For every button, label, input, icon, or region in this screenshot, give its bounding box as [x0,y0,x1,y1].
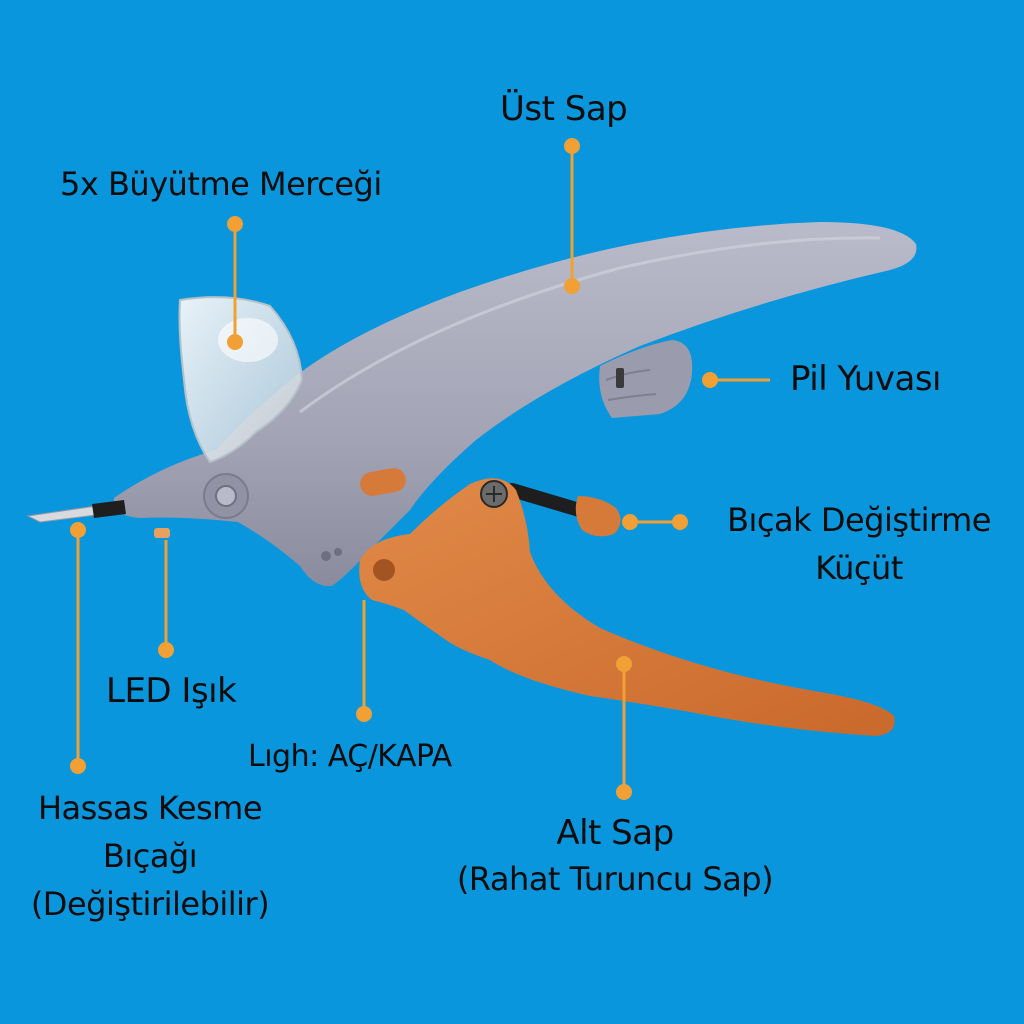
label-ligh-ac-kapa: Lıgh: AÇ/KAPA [248,739,452,774]
label-bicak-line2: Küçüt [815,549,903,587]
callout-switch [356,600,372,722]
blade-change-knob [505,483,621,537]
label-hassas-kesme: Hassas Kesme Bıçağı (Değiştirilebilir) [0,788,300,924]
cutting-blade [26,500,126,523]
lower-handle [359,478,895,736]
led-light [154,528,170,538]
callout-battery [702,372,770,388]
callout-ust-sap [564,138,580,294]
pivot-screw [203,473,249,519]
label-buyutme-mercegi: 5x Büyütme Merceği [60,165,382,203]
battery-compartment [599,340,693,418]
label-led-isik: LED Işık [106,671,237,711]
label-hassas-line1: Hassas Kesme [37,789,263,827]
label-hassas-line3: (Değiştirilebilir) [30,885,270,923]
callout-led [158,540,174,658]
label-alt-sap-line1: Alt Sap [556,813,674,853]
label-bicak-line1: Bıçak Değiştirme [727,501,991,539]
callout-knob [622,514,688,530]
callout-alt-sap [616,656,632,800]
label-bicak-degistirme: Bıçak Değiştirme Küçüt [694,500,1024,588]
label-hassas-line2: Bıçağı [102,837,198,875]
upper-handle [113,222,917,587]
label-alt-sap-line2: (Rahat Turuncu Sap) [456,859,774,898]
label-ust-sap: Üst Sap [500,89,628,129]
callout-lens [227,216,243,350]
label-pil-yuvasi: Pil Yuvası [790,359,942,399]
callout-blade [70,522,86,774]
label-alt-sap: Alt Sap (Rahat Turuncu Sap) [420,812,810,899]
magnifier-lens [178,296,304,464]
